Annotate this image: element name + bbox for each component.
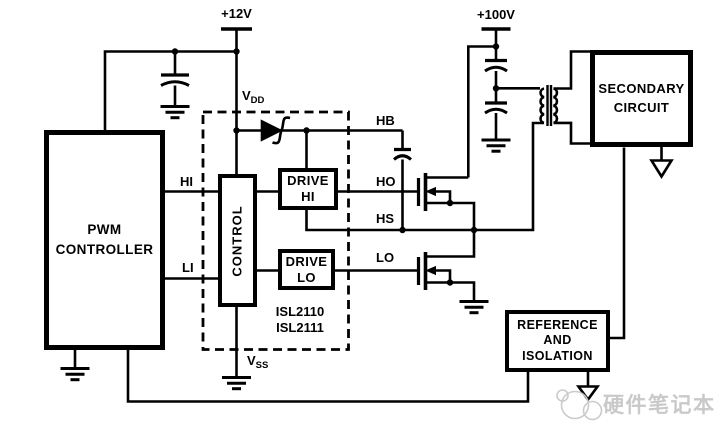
ground-symbol-bus bbox=[481, 138, 511, 153]
drive-hi-line2: HI bbox=[301, 189, 315, 204]
ground-arrow-reference bbox=[575, 372, 601, 402]
drive-lo-line2: LO bbox=[297, 269, 316, 285]
wire-hs-node bbox=[305, 121, 544, 232]
secondary-line1: SECONDARY bbox=[598, 81, 685, 97]
secondary-line2: CIRCUIT bbox=[613, 99, 670, 115]
supply-label-100v: +100V bbox=[477, 7, 515, 22]
reference-isolation-block: REFERENCE AND ISOLATION bbox=[505, 310, 610, 372]
junction-dots bbox=[171, 43, 500, 286]
ground-symbol-12v-cap bbox=[160, 105, 190, 120]
ground-symbol-lowside bbox=[459, 300, 489, 315]
watermark-text: 硬件笔记本 bbox=[603, 394, 716, 417]
reference-line1: REFERENCE bbox=[517, 317, 598, 332]
pwm-controller-block: PWM CONTROLLER bbox=[44, 130, 165, 350]
pin-label-ho: HO bbox=[376, 174, 396, 189]
reference-line3: ISOLATION bbox=[522, 348, 593, 363]
pwm-label-line1: PWM bbox=[87, 222, 122, 238]
capacitor-bus-lower bbox=[484, 101, 508, 140]
drive-hi-block: DRIVE HI bbox=[278, 168, 338, 210]
capacitor-bus-upper bbox=[484, 58, 508, 103]
supply-label-12v: +12V bbox=[221, 6, 252, 21]
control-block: CONTROL bbox=[218, 174, 257, 307]
bootstrap-diode-icon bbox=[236, 116, 403, 145]
ground-symbol-pwm bbox=[60, 367, 90, 382]
pin-label-lo: LO bbox=[376, 250, 395, 265]
wire-feedback bbox=[126, 349, 530, 403]
pin-label-hi: HI bbox=[180, 174, 193, 189]
nmos-low-side bbox=[416, 230, 476, 302]
nmos-high-side bbox=[416, 173, 476, 230]
reference-line2: AND bbox=[543, 333, 572, 348]
wire-secondary-to-reference bbox=[610, 147, 626, 340]
control-label: CONTROL bbox=[229, 204, 245, 277]
drive-lo-line1: DRIVE bbox=[285, 253, 328, 269]
drive-hi-line1: DRIVE bbox=[287, 173, 329, 189]
capacitor-bootstrap bbox=[393, 130, 412, 230]
ground-arrow-secondary bbox=[649, 147, 674, 179]
secondary-circuit-block: SECONDARY CIRCUIT bbox=[590, 50, 693, 147]
watermark-logo bbox=[556, 389, 603, 421]
part-number-isl2111: ISL2111 bbox=[276, 319, 324, 335]
drive-lo-block: DRIVE LO bbox=[278, 249, 335, 290]
pin-label-hb: HB bbox=[376, 113, 395, 128]
ic-boundary-dashed bbox=[201, 110, 350, 351]
pin-label-li: LI bbox=[182, 260, 194, 275]
pin-label-vss: VSS bbox=[247, 353, 269, 371]
pin-label-vdd: VDD bbox=[242, 88, 265, 106]
ground-symbol-vss bbox=[222, 376, 251, 391]
capacitor-12v-decoupling bbox=[160, 51, 190, 107]
pin-label-hs: HS bbox=[376, 211, 395, 226]
part-number-isl2110: ISL2110 bbox=[275, 304, 325, 319]
pwm-label-line2: CONTROLLER bbox=[55, 242, 154, 257]
transformer-icon bbox=[539, 50, 590, 145]
